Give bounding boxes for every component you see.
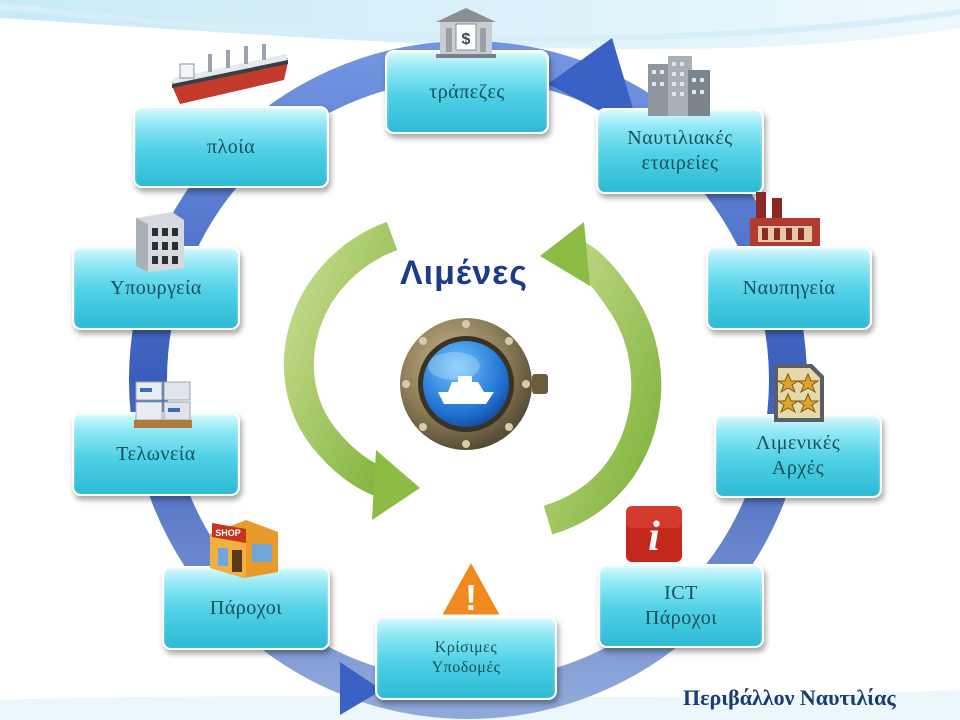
node-ict-providers: ICT Πάροχοι [598, 564, 764, 648]
warning-mark: ! [465, 577, 477, 618]
node-port-authorities-label: Λιμενικές Αρχές [755, 432, 841, 479]
bank-building-icon: $ [436, 8, 496, 58]
node-providers-label: Πάροχοι [209, 596, 283, 619]
node-banks-label: τράπεζες [429, 80, 505, 103]
node-shipping-companies: Ναυτιλιακές εταιρείες [596, 108, 764, 194]
certificate-stars-icon [774, 364, 824, 422]
node-shipping-companies-label: Ναυτιλιακές εταιρείες [627, 127, 733, 174]
ministry-building-icon [136, 212, 184, 272]
node-port-authorities: Λιμενικές Αρχές [714, 414, 882, 498]
node-critical-infrastructure: Κρίσιμες Υποδομές [375, 616, 557, 700]
footer-title: Περιβάλλον Ναυτιλίας [683, 685, 896, 710]
center-title: Λιμένες [400, 254, 528, 292]
node-providers: Πάροχοι [162, 566, 330, 650]
node-shipyards-label: Ναυπηγεία [742, 276, 836, 299]
node-shipyards: Ναυπηγεία [706, 246, 872, 330]
bank-dollar-sign: $ [462, 31, 471, 48]
node-ships: πλοία [133, 106, 329, 188]
warning-icon: ! [438, 558, 504, 618]
node-ict-providers-label: ICT Πάροχοι [644, 582, 718, 629]
info-icon: i [626, 506, 682, 562]
node-banks: τράπεζες [385, 50, 549, 134]
shop-building-icon: SHOP [210, 520, 278, 578]
node-critical-infrastructure-label: Κρίσιμες Υποδομές [431, 639, 501, 676]
factory-icon [750, 192, 820, 246]
office-towers-icon [648, 56, 710, 116]
node-ships-label: πλοία [206, 135, 256, 158]
node-customs-label: Τελωνεία [116, 442, 196, 465]
porthole-ship-icon [400, 318, 548, 450]
node-ministry-label: Υπουργεία [110, 276, 202, 299]
cargo-boxes-icon [134, 381, 192, 428]
cargo-ship-icon [172, 44, 288, 104]
info-letter: i [648, 514, 660, 560]
shop-sign: SHOP [215, 528, 241, 538]
